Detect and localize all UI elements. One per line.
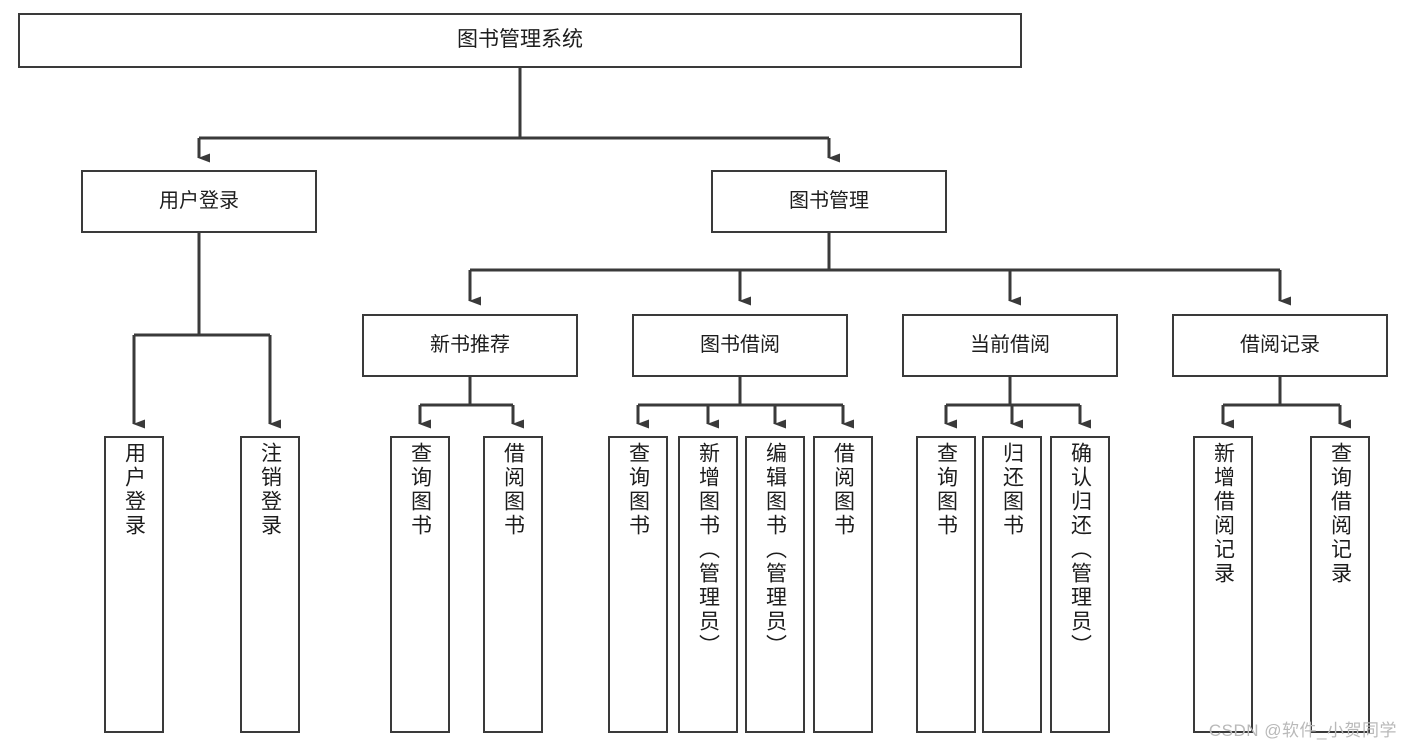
node-leaf-confirm-return-admin[interactable]: 确认归还（管理员） [1050,436,1110,733]
node-user-login[interactable]: 用户登录 [81,170,317,233]
node-label: 用户登录 [122,442,146,538]
watermark: CSDN @软件_小贺同学 [1208,721,1397,740]
node-label: 编辑图书（管理员） [763,442,787,658]
node-label: 新增借阅记录 [1211,442,1235,586]
node-borrow-record[interactable]: 借阅记录 [1172,314,1388,377]
node-leaf-return-book[interactable]: 归还图书 [982,436,1042,733]
node-leaf-logout-login[interactable]: 注销登录 [240,436,300,733]
node-book-management-system[interactable]: 图书管理系统 [18,13,1022,68]
node-label: 注销登录 [258,442,282,538]
node-label: 新书推荐 [430,333,510,356]
node-leaf-borrow-book-2[interactable]: 借阅图书 [813,436,873,733]
node-label: 借阅图书 [501,442,525,538]
node-leaf-query-borrow-record[interactable]: 查询借阅记录 [1310,436,1370,733]
node-label: 查询图书 [408,442,432,538]
node-leaf-query-book-2[interactable]: 查询图书 [608,436,668,733]
node-leaf-borrow-book-1[interactable]: 借阅图书 [483,436,543,733]
node-label: 图书管理系统 [457,28,583,52]
node-label: 当前借阅 [970,333,1050,356]
node-label: 归还图书 [1000,442,1024,538]
node-leaf-add-book-admin[interactable]: 新增图书（管理员） [678,436,738,733]
node-label: 图书借阅 [700,333,780,356]
node-label: 查询借阅记录 [1328,442,1352,586]
node-current-borrow[interactable]: 当前借阅 [902,314,1118,377]
node-leaf-query-book-3[interactable]: 查询图书 [916,436,976,733]
node-book-management[interactable]: 图书管理 [711,170,947,233]
node-label: 用户登录 [159,189,239,212]
node-label: 查询图书 [626,442,650,538]
node-label: 查询图书 [934,442,958,538]
node-label: 新增图书（管理员） [696,442,720,658]
node-label: 确认归还（管理员） [1068,442,1092,658]
node-new-book-recommend[interactable]: 新书推荐 [362,314,578,377]
node-label: 图书管理 [789,189,869,212]
node-label: 借阅记录 [1240,333,1320,356]
node-leaf-edit-book-admin[interactable]: 编辑图书（管理员） [745,436,805,733]
node-leaf-query-book-1[interactable]: 查询图书 [390,436,450,733]
node-leaf-add-borrow-record[interactable]: 新增借阅记录 [1193,436,1253,733]
node-label: 借阅图书 [831,442,855,538]
node-book-borrow[interactable]: 图书借阅 [632,314,848,377]
node-leaf-user-login[interactable]: 用户登录 [104,436,164,733]
